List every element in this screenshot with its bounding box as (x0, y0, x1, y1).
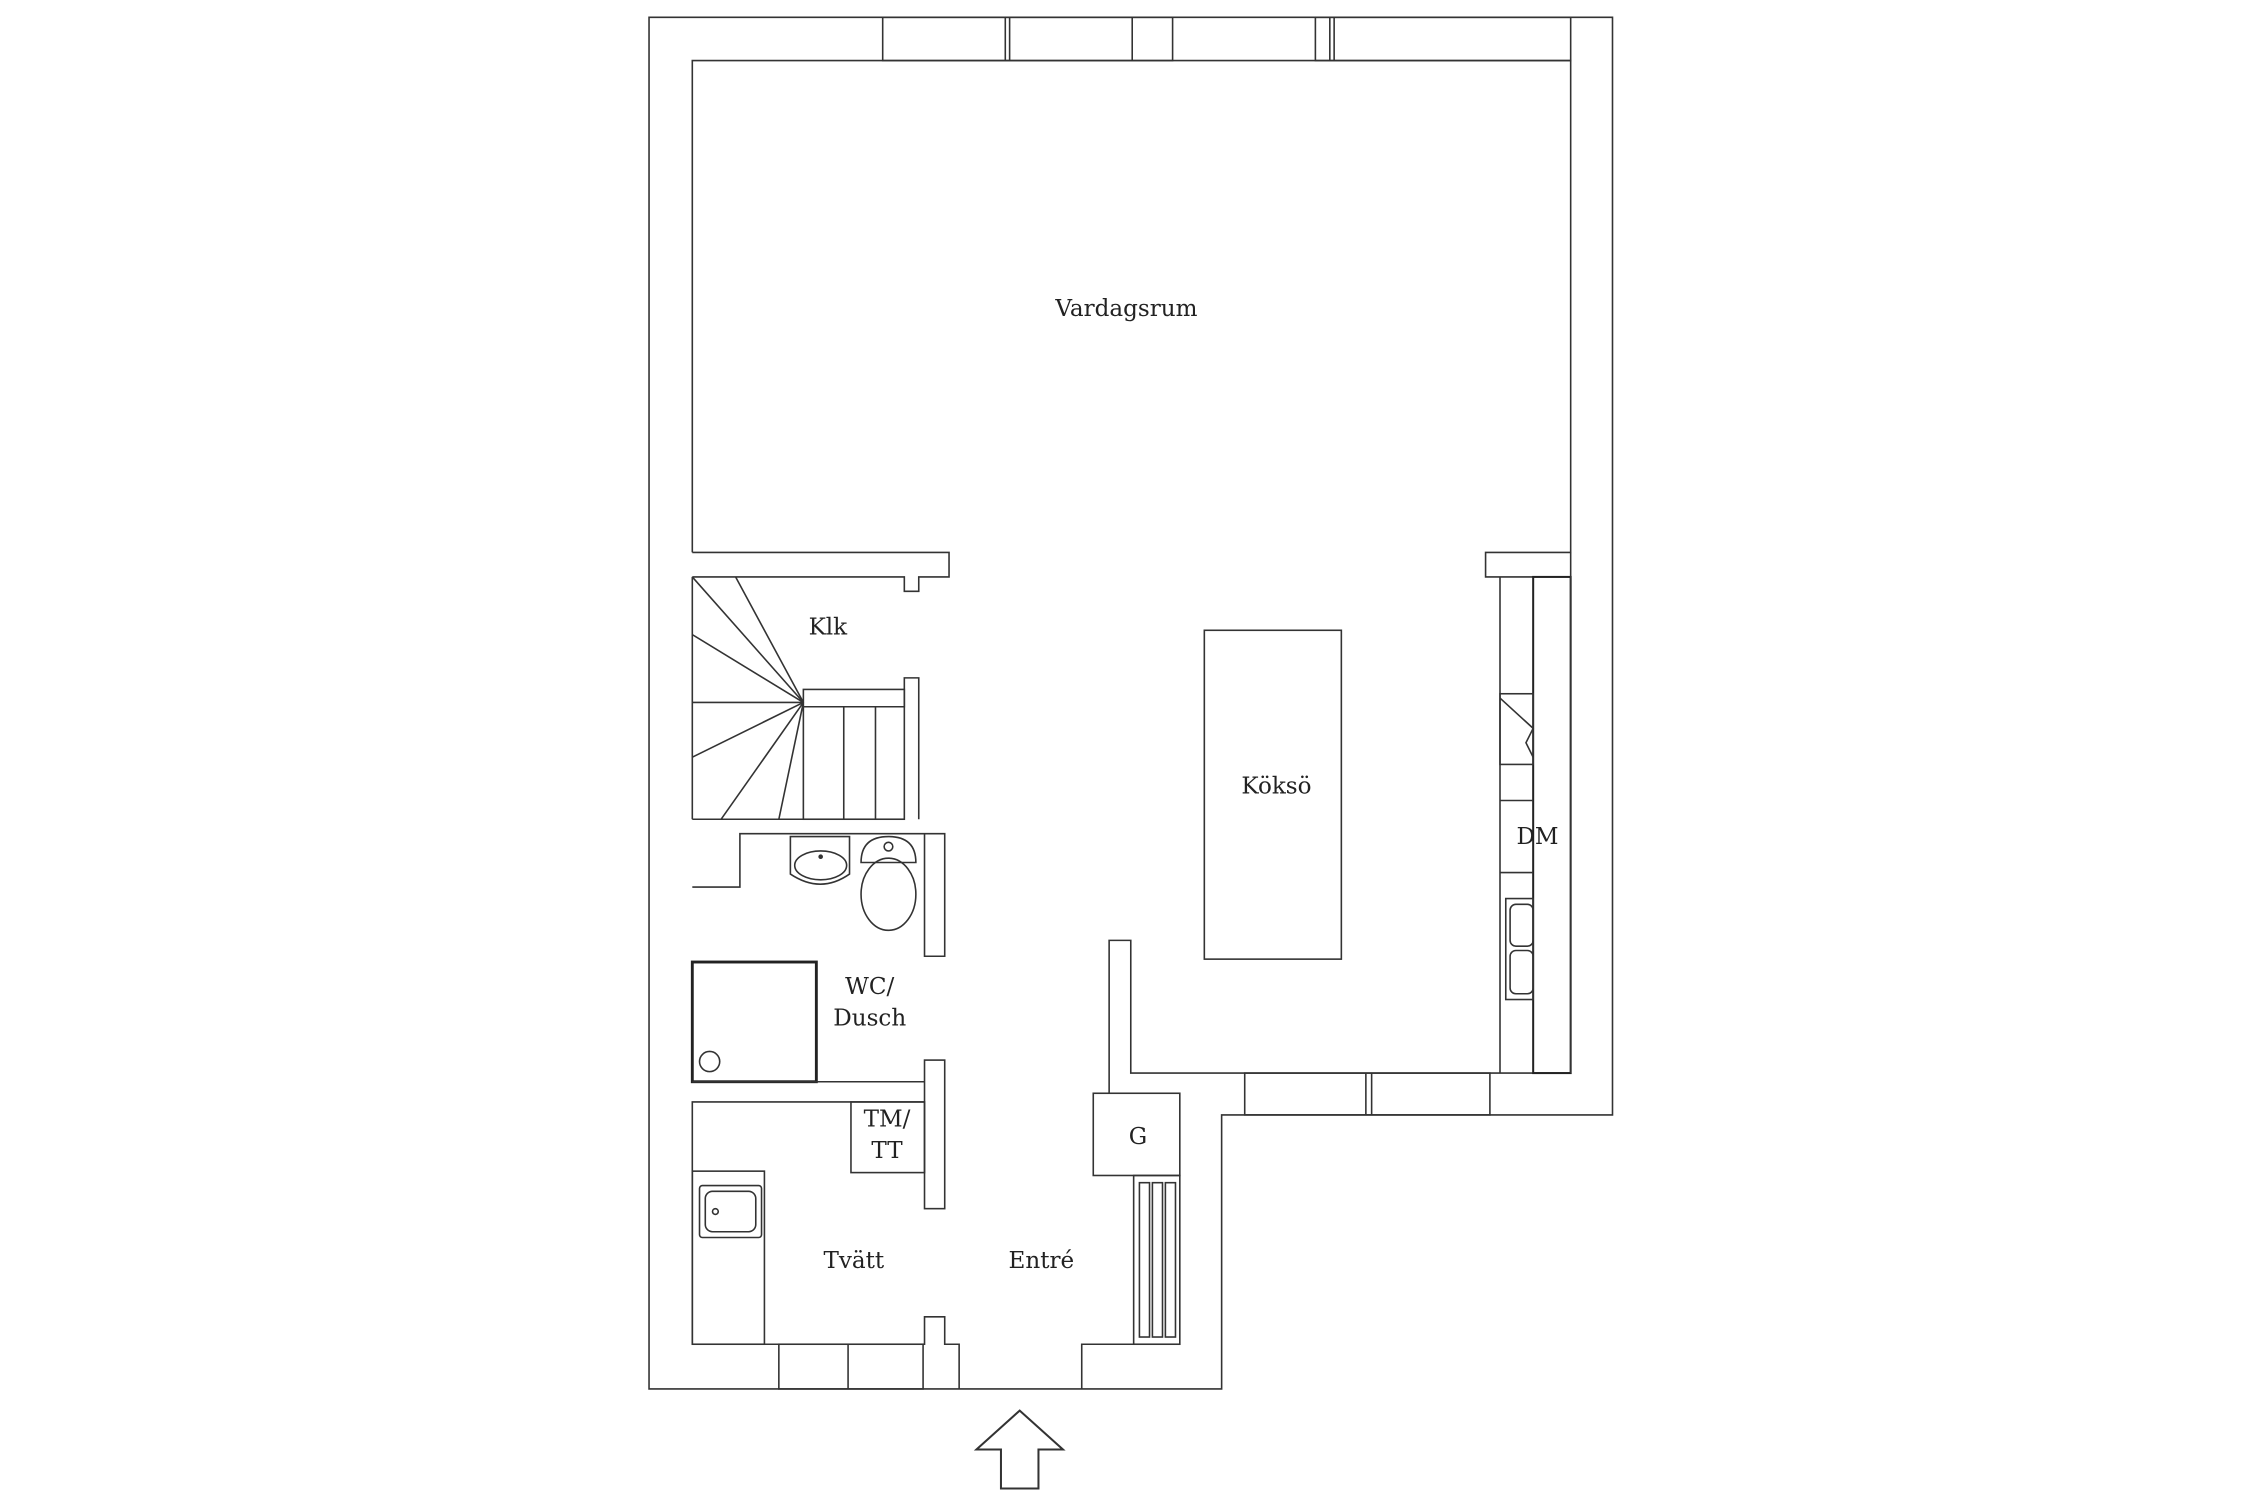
radiator-icon (1132, 1174, 1181, 1346)
room-label-laundry: Tvätt (823, 1248, 884, 1274)
room-label-washer-2: TT (871, 1138, 903, 1164)
bathroom (690, 832, 946, 1210)
washbasin-icon (789, 835, 851, 885)
laundry-room (691, 1101, 960, 1389)
washer-dryer-box (850, 1101, 926, 1174)
staircase (691, 576, 920, 821)
laundry-counter (691, 1170, 766, 1346)
room-label-entrance: Entré (1009, 1248, 1075, 1274)
room-label-dishwasher: DM (1516, 824, 1558, 850)
stove-icon (1499, 692, 1535, 766)
room-label-wardrobe: G (1129, 1124, 1147, 1150)
kitchen-island (1203, 629, 1343, 960)
room-label-closet: Klk (809, 615, 849, 641)
entrance-area (1080, 939, 1571, 1389)
room-label-living: Vardagsrum (1054, 296, 1197, 322)
entrance-arrow-icon (973, 1409, 1066, 1490)
kitchen (1203, 552, 1572, 1075)
room-label-washer-1: TM/ (864, 1106, 911, 1132)
shower-drain-icon (698, 1050, 721, 1073)
room-label-bath-1: WC/ (845, 974, 894, 1000)
room-label-island: Köksö (1241, 773, 1311, 799)
shower-tray (690, 960, 818, 1084)
utility-sink-icon (698, 1184, 763, 1239)
kitchen-sink-icon (1504, 897, 1534, 1001)
toilet-icon (860, 835, 917, 932)
room-label-bath-2: Dusch (833, 1005, 906, 1031)
